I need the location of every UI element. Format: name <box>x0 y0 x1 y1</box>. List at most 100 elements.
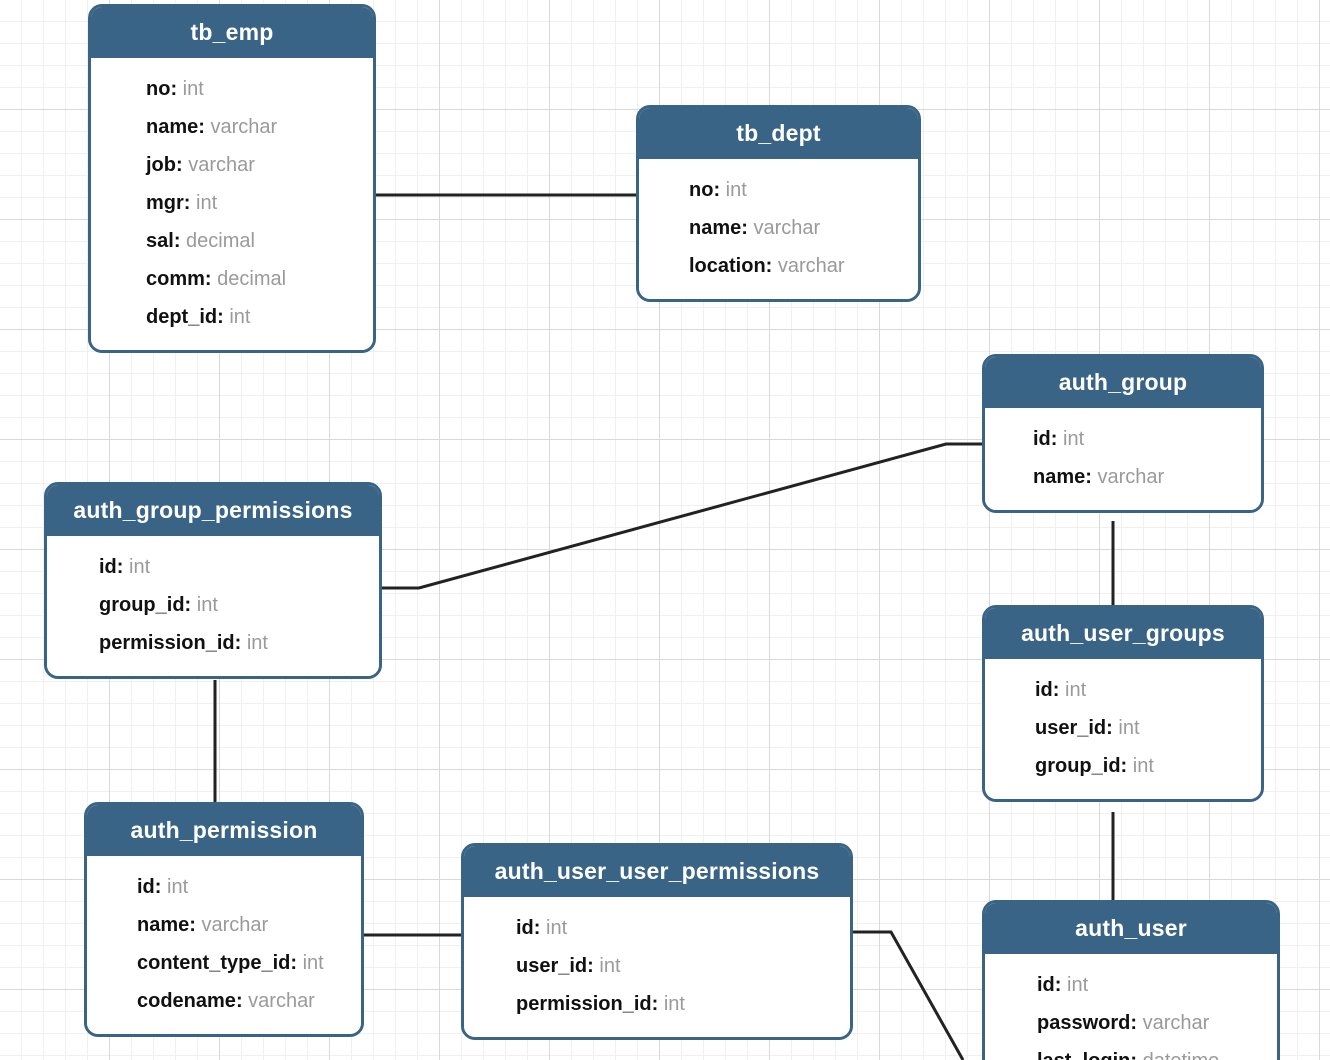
field-type: varchar <box>210 116 278 138</box>
field-name: mgr <box>146 192 184 214</box>
field-separator: : <box>198 116 211 138</box>
field-separator: : <box>741 217 754 239</box>
field-row: name: varchar <box>985 458 1261 496</box>
field-name: name <box>689 217 742 239</box>
field-name: comm <box>146 268 205 290</box>
field-name: location <box>689 255 766 277</box>
field-separator: : <box>235 990 249 1012</box>
field-row: job: varchar <box>91 146 373 184</box>
field-name: id <box>1035 679 1053 701</box>
field-type: int <box>725 179 747 201</box>
field-separator: : <box>533 917 546 939</box>
field-type: datetime <box>1143 1050 1220 1060</box>
field-row: user_id: int <box>464 947 850 985</box>
field-type: int <box>1063 428 1085 450</box>
field-separator: : <box>1085 466 1098 488</box>
field-separator: : <box>713 179 726 201</box>
field-row: id: int <box>985 966 1277 1004</box>
field-separator: : <box>1130 1050 1142 1060</box>
field-row: id: int <box>464 909 850 947</box>
field-separator: : <box>1120 755 1133 777</box>
entity-title-auth_group: auth_group <box>985 357 1261 408</box>
field-separator: : <box>189 914 202 936</box>
field-name: name <box>1033 466 1086 488</box>
field-name: codename <box>137 990 236 1012</box>
field-separator: : <box>651 993 664 1015</box>
field-type: varchar <box>1097 466 1165 488</box>
entity-auth_group_permissions[interactable]: auth_group_permissions id: int group_id: i… <box>44 482 382 679</box>
relationship-edge-userperms-user <box>853 930 965 1060</box>
field-name: dept_id <box>146 306 218 328</box>
field-type: varchar <box>201 914 269 936</box>
field-row: name: varchar <box>87 906 361 944</box>
field-type: int <box>546 917 568 939</box>
field-type: varchar <box>188 154 255 176</box>
relationship-edge-groupperms-group <box>382 442 982 590</box>
field-row: name: varchar <box>639 209 918 247</box>
field-name: group_id <box>99 594 185 616</box>
field-name: sal <box>146 230 174 252</box>
field-row: comm: decimal <box>91 260 373 298</box>
field-separator: : <box>587 955 600 977</box>
field-name: id <box>516 917 534 939</box>
field-type: int <box>129 556 151 578</box>
field-name: name <box>137 914 190 936</box>
field-type: int <box>196 192 218 214</box>
field-type: int <box>302 952 324 974</box>
field-separator: : <box>1054 974 1067 996</box>
field-name: no <box>689 179 714 201</box>
field-name: name <box>146 116 199 138</box>
field-name: content_type_id <box>137 952 291 974</box>
entity-title-auth_permission: auth_permission <box>87 805 361 856</box>
field-type: int <box>1132 755 1154 777</box>
field-name: job <box>146 154 176 176</box>
field-type: decimal <box>217 268 287 290</box>
field-separator: : <box>1052 679 1065 701</box>
field-name: permission_id <box>99 632 235 654</box>
field-row: permission_id: int <box>47 624 379 662</box>
field-name: id <box>1037 974 1055 996</box>
field-row: location: varchar <box>639 247 918 285</box>
field-row: id: int <box>47 548 379 586</box>
entity-title-auth_user_groups: auth_user_groups <box>985 608 1261 659</box>
field-separator: : <box>183 192 197 214</box>
entity-title-auth_group_permissions: auth_group_permissions <box>47 485 379 536</box>
field-type: int <box>246 632 268 654</box>
field-row: name: varchar <box>91 108 373 146</box>
field-type: int <box>599 955 621 977</box>
field-name: id <box>1033 428 1051 450</box>
field-row: group_id: int <box>985 747 1261 785</box>
field-type: int <box>182 78 204 100</box>
field-separator: : <box>217 306 230 328</box>
field-type: int <box>196 594 218 616</box>
entity-title-auth_user_user_permissions: auth_user_user_permissions <box>464 846 850 897</box>
field-name: user_id <box>1035 717 1107 739</box>
field-row: no: int <box>639 171 918 209</box>
field-type: int <box>1118 717 1140 739</box>
field-separator: : <box>184 594 197 616</box>
field-name: password <box>1037 1012 1131 1034</box>
field-separator: : <box>116 556 129 578</box>
field-row: codename: varchar <box>87 982 361 1020</box>
field-type: varchar <box>248 990 315 1012</box>
field-type: int <box>167 876 189 898</box>
field-separator: : <box>176 154 189 176</box>
field-type: varchar <box>1142 1012 1210 1034</box>
field-row: id: int <box>87 868 361 906</box>
field-row: id: int <box>985 671 1261 709</box>
field-separator: : <box>173 230 187 252</box>
field-separator: : <box>154 876 167 898</box>
